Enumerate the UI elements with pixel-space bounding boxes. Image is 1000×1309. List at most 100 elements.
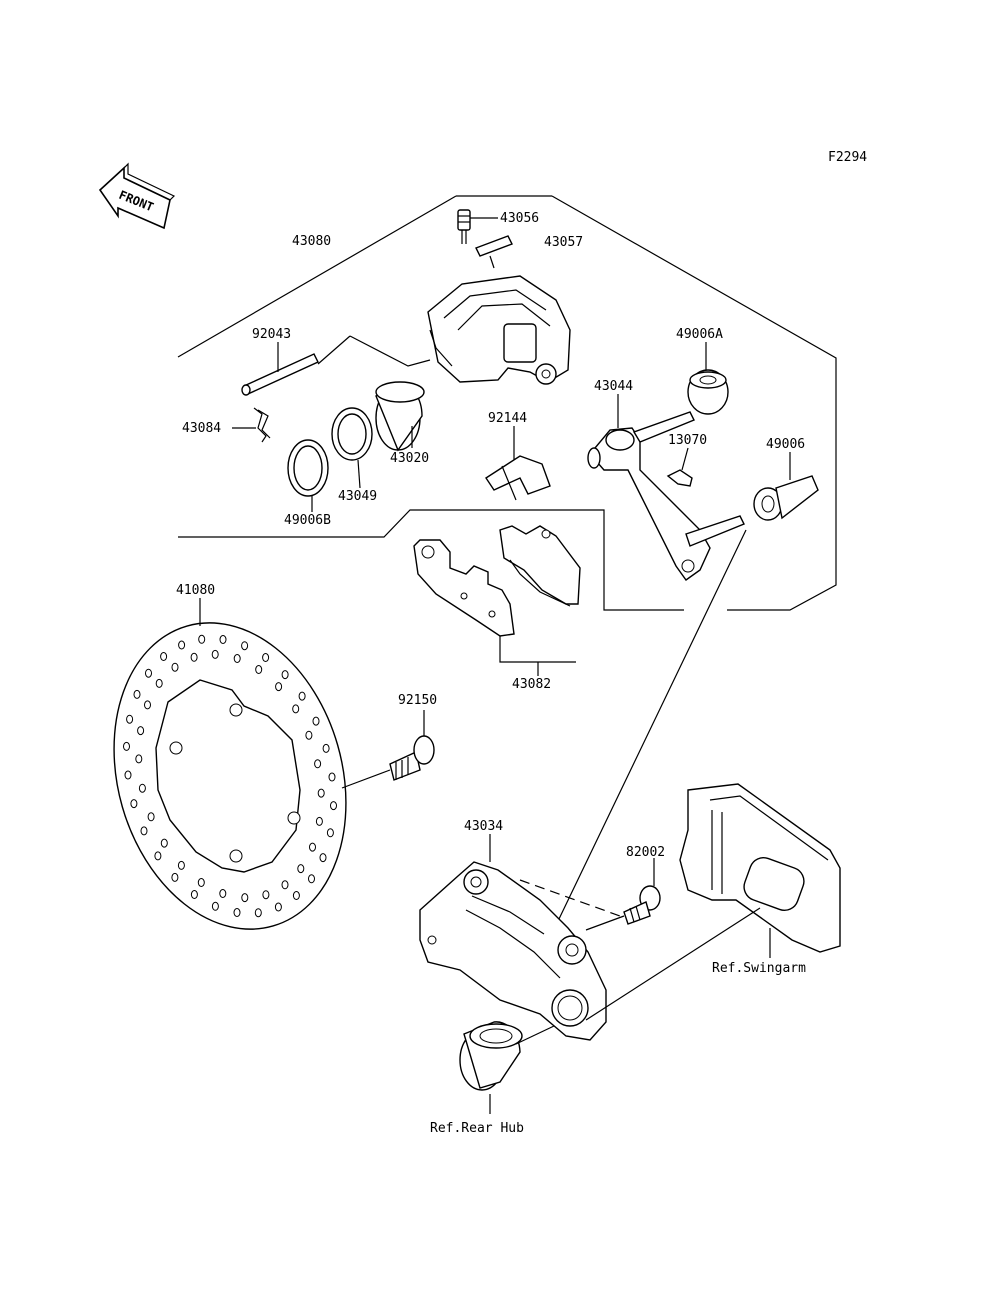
disc-vent-hole [330, 801, 337, 811]
disc-vent-hole [197, 878, 205, 887]
disc-vent-hole [262, 890, 270, 900]
front-arrow-icon: FRONT [98, 162, 176, 230]
label-92144: 92144 [488, 411, 527, 426]
pad-spring [485, 455, 551, 501]
label-92150: 92150 [398, 693, 437, 708]
caliper-piston [375, 381, 425, 452]
label-13070: 13070 [668, 433, 707, 448]
disc-vent-hole [154, 851, 162, 861]
disc-vent-hole [138, 783, 146, 793]
bleeder-cap [475, 235, 513, 269]
disc-vent-hole [233, 908, 241, 917]
disc-vent-hole [292, 891, 300, 900]
disc-vent-hole [314, 759, 322, 769]
label-ref-rear-hub: Ref.Rear Hub [430, 1121, 524, 1136]
bleeder-valve [457, 209, 498, 244]
disc-vent-hole [211, 649, 219, 659]
bracket-bolt [623, 885, 661, 925]
disc-vent-hole [312, 716, 320, 726]
disc-vent-hole [211, 901, 219, 911]
disc-vent-hole [292, 704, 300, 714]
disc-vent-hole [315, 816, 323, 826]
rear-hub-collar [459, 1021, 523, 1091]
label-49006B: 49006B [284, 513, 331, 528]
disc-vent-hole [255, 665, 263, 674]
label-43082: 43082 [512, 677, 551, 692]
caliper-bracket [587, 411, 745, 581]
caliper-assembly-outline [177, 195, 837, 611]
disc-vent-hole [281, 880, 289, 890]
disc-vent-hole [219, 635, 227, 644]
label-49006A: 49006A [676, 327, 723, 342]
bracket-clip [666, 469, 693, 487]
disc-vent-hole [326, 828, 334, 838]
disc-vent-hole [281, 670, 289, 680]
label-43084: 43084 [182, 421, 221, 436]
disc-vent-hole [160, 838, 168, 848]
disc-vent-hole [274, 902, 282, 912]
boot-49006A [687, 369, 729, 415]
label-43080: 43080 [292, 234, 331, 249]
disc-vent-hole [275, 682, 283, 692]
disc-vent-hole [126, 714, 134, 724]
label-49006: 49006 [766, 437, 805, 452]
pin-clip [253, 407, 271, 443]
dust-seal [287, 439, 329, 497]
label-43034: 43034 [464, 819, 503, 834]
label-43056: 43056 [500, 211, 539, 226]
label-92043: 92043 [252, 327, 291, 342]
figure-code: F2294 [828, 150, 867, 165]
disc-vent-hole [171, 872, 179, 882]
label-43044: 43044 [594, 379, 633, 394]
disc-vent-hole [171, 662, 179, 672]
torque-bracket [419, 861, 607, 1041]
disc-vent-hole [322, 743, 330, 753]
disc-vent-hole [241, 893, 249, 903]
disc-vent-hole [123, 741, 130, 751]
disc-vent-hole [298, 691, 306, 701]
disc-vent-hole [160, 652, 168, 661]
disc-vent-hole [241, 641, 249, 651]
disc-vent-hole [124, 770, 132, 780]
disc-vent-hole [319, 853, 327, 863]
caliper-body [427, 275, 571, 385]
disc-vent-hole [305, 730, 313, 740]
label-82002: 82002 [626, 845, 665, 860]
brake-disc [113, 622, 347, 930]
label-41080: 41080 [176, 583, 215, 598]
label-43020: 43020 [390, 451, 429, 466]
disc-vent-hole [262, 653, 270, 662]
swingarm-reference [679, 783, 841, 953]
disc-vent-hole [147, 812, 155, 822]
disc-vent-hole [198, 634, 206, 644]
disc-vent-hole [190, 890, 198, 899]
disc-vent-hole [135, 754, 143, 764]
disc-vent-hole [140, 826, 148, 836]
label-43057: 43057 [544, 235, 583, 250]
disc-vent-hole [130, 799, 138, 809]
brake-pads [413, 525, 581, 637]
disc-vent-hole [308, 874, 315, 884]
disc-vent-hole [190, 652, 198, 662]
disc-vent-hole [145, 668, 152, 678]
label-ref-swingarm: Ref.Swingarm [712, 961, 806, 976]
bolt-49006 [753, 475, 819, 521]
disc-vent-hole [219, 889, 227, 898]
disc-vent-hole [137, 726, 145, 736]
disc-vent-hole [328, 772, 336, 782]
disc-vent-hole [177, 860, 185, 870]
disc-vent-hole [233, 654, 241, 663]
caliper-pin [241, 353, 319, 396]
disc-vent-hole [155, 678, 163, 688]
disc-vent-hole [133, 689, 141, 699]
disc-vent-hole [297, 864, 305, 874]
disc-bolt [389, 735, 435, 781]
disc-vent-hole [178, 640, 186, 650]
bracket-leader-line [545, 529, 747, 947]
disc-vent-hole [144, 700, 151, 710]
disc-vent-hole [309, 842, 316, 852]
piston-seal [331, 407, 373, 461]
label-43049: 43049 [338, 489, 377, 504]
disc-vent-hole [317, 788, 325, 798]
